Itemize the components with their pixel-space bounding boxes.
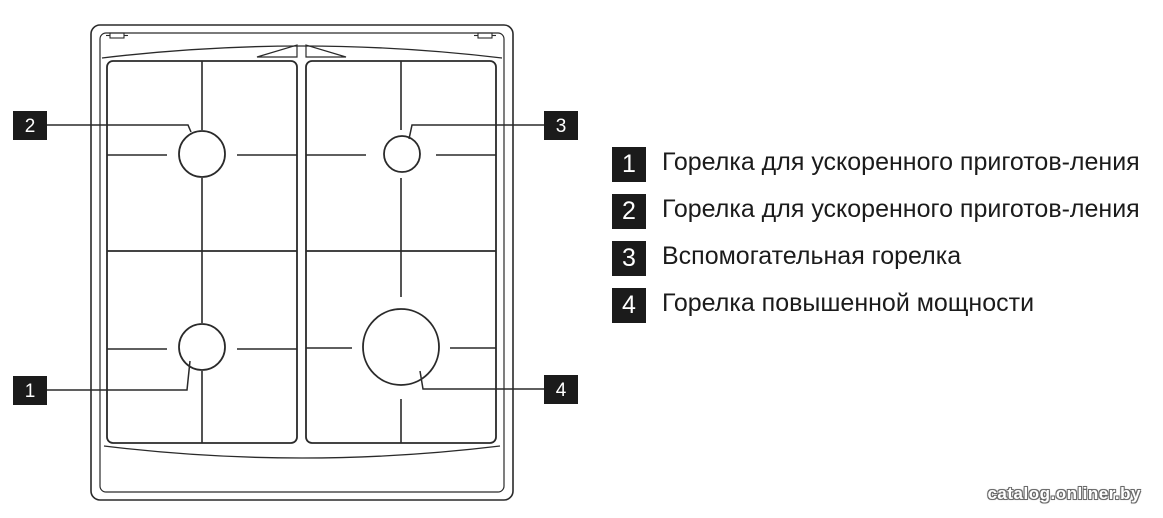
legend-badge: 1 <box>612 147 646 182</box>
legend-item-1: 1 Горелка для ускоренного приготов-ления <box>612 146 1152 182</box>
hob-bottom-arc <box>103 445 501 459</box>
watermark: catalog.onliner.by <box>987 484 1141 503</box>
legend-text: Горелка для ускоренного приготов-ления <box>662 195 1140 223</box>
callout-1: 1 <box>13 376 47 405</box>
hob-outer-frame <box>90 24 514 501</box>
callout-badge <box>544 375 578 404</box>
top-triangle-right-icon <box>305 44 347 58</box>
callout-4: 4 <box>544 375 578 404</box>
legend-item-2: 2 Горелка для ускоренного приготов-ления <box>612 193 1152 229</box>
legend-text: Вспомогательная горелка <box>662 242 962 270</box>
corner-mark-left-icon <box>106 32 128 39</box>
burner-4-icon <box>362 308 440 386</box>
legend-text: Горелка повышенной мощности <box>662 289 1035 317</box>
burner-legend: 1 Горелка для ускоренного приготов-ления… <box>612 146 1152 334</box>
leader-line-1 <box>47 360 191 391</box>
leader-line-4 <box>419 370 544 390</box>
hob-inner-frame <box>99 32 505 493</box>
callout-label: 3 <box>556 116 567 137</box>
callout-badge <box>13 111 47 140</box>
callout-label: 1 <box>25 381 36 402</box>
top-triangle-left-icon <box>256 44 298 58</box>
leader-line-3 <box>408 124 544 140</box>
callout-3: 3 <box>544 111 578 140</box>
callout-label: 4 <box>556 380 567 401</box>
legend-badge: 2 <box>612 194 646 229</box>
legend-badge: 4 <box>612 288 646 323</box>
callout-badge <box>544 111 578 140</box>
legend-item-4: 4 Горелка повышенной мощности <box>612 287 1152 323</box>
leader-line-2 <box>47 124 192 133</box>
corner-mark-right-icon <box>474 32 496 39</box>
callout-label: 2 <box>25 116 36 137</box>
callout-badge <box>13 376 47 405</box>
legend-badge: 3 <box>612 241 646 276</box>
legend-item-3: 3 Вспомогательная горелка <box>612 240 1152 276</box>
hob-top-arc <box>101 45 503 59</box>
burner-1-icon <box>178 323 226 371</box>
burner-3-icon <box>383 135 421 173</box>
burner-2-icon <box>178 130 226 178</box>
callout-2: 2 <box>13 111 47 140</box>
legend-text: Горелка для ускоренного приготов-ления <box>662 148 1140 176</box>
